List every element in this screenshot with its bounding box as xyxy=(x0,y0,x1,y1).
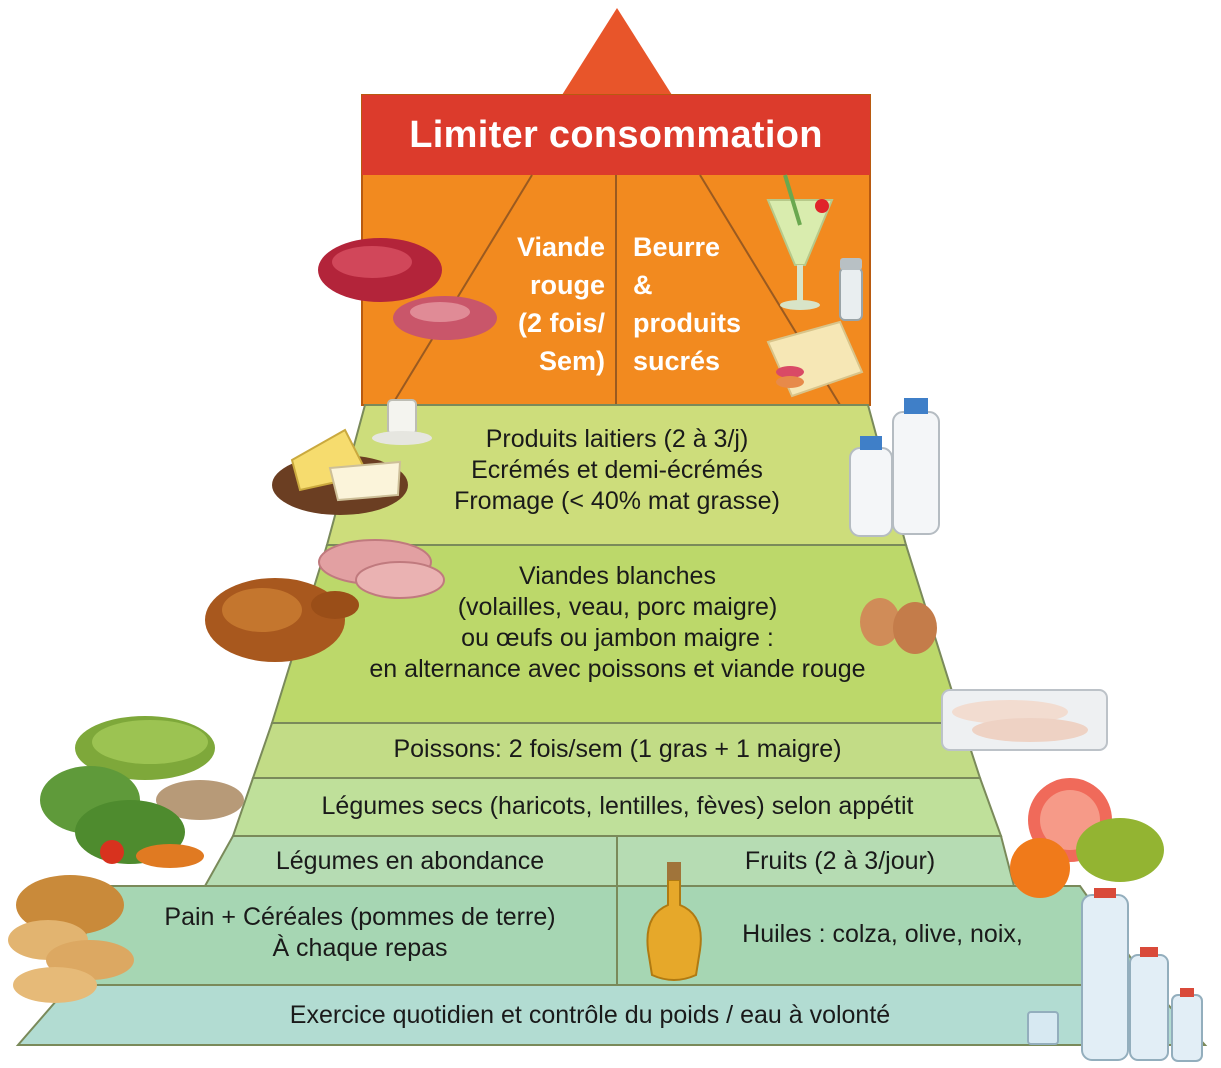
limit-header-title: Limiter consommation xyxy=(362,95,870,175)
fish-label: Poissons: 2 fois/sem (1 gras + 1 maigre) xyxy=(290,734,945,765)
bread-label: Pain + Céréales (pommes de terre) À chaq… xyxy=(110,902,610,964)
oils-label: Huiles : colza, olive, noix, xyxy=(700,919,1065,950)
fruits-label: Fruits (2 à 3/jour) xyxy=(690,846,990,877)
legumes-label: Légumes secs (haricots, lentilles, fèves… xyxy=(250,791,985,822)
fish-fillets-illustration xyxy=(942,690,1107,750)
meat-label: Viandes blanches (volailles, veau, porc … xyxy=(290,561,945,685)
fruits-illustration xyxy=(1010,778,1164,898)
salt-shaker-illustration xyxy=(840,258,862,320)
exercise-label: Exercice quotidien et contrôle du poids … xyxy=(150,1000,1030,1031)
dairy-label: Produits laitiers (2 à 3/j) Ecrémés et d… xyxy=(392,424,842,517)
pyramid-apex xyxy=(562,8,672,95)
butter-sugar-label: Beurre & produits sucrés xyxy=(633,228,773,380)
red-meat-label: Viande rouge (2 fois/ Sem) xyxy=(470,228,605,380)
vegetables-label: Légumes en abondance xyxy=(210,846,610,877)
